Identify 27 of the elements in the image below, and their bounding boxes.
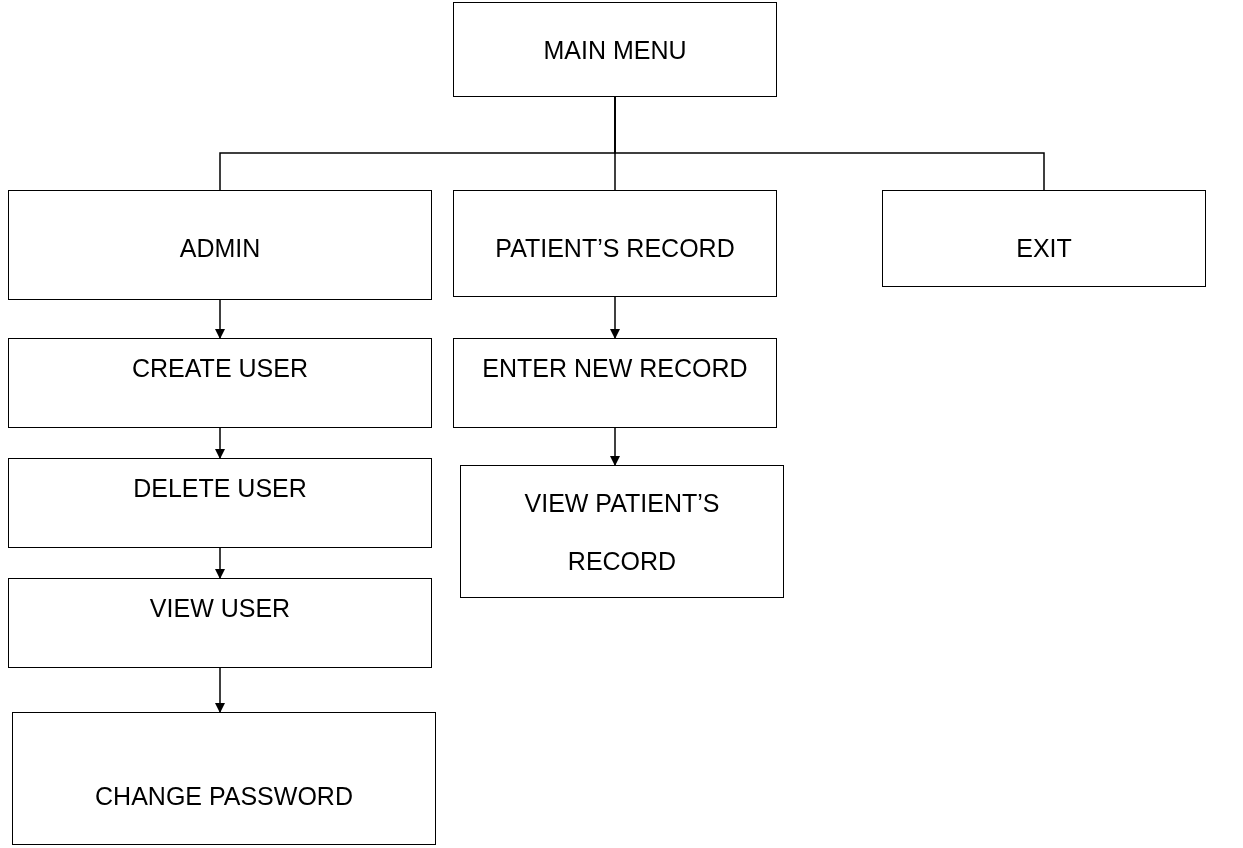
menu-label: ENTER NEW RECORD [482,353,748,384]
menu-label: VIEW USER [149,593,291,624]
menu-label: EXIT [1016,233,1072,264]
menu-box [8,578,432,668]
menu-box [8,338,432,428]
arrow [215,547,225,579]
menu-label: DELETE USER [133,473,307,504]
arrow [215,667,225,713]
menu-box [453,190,777,297]
menu-box [12,712,436,845]
arrow [215,427,225,459]
menu-label: PATIENT’S RECORD [495,233,735,264]
arrow [215,299,225,339]
menu-box [8,458,432,548]
connector-line [614,96,1045,191]
arrow [610,427,620,466]
arrow [610,296,620,339]
menu-label: CREATE USER [132,353,308,384]
menu-label: ADMIN [179,233,261,264]
menu-box [8,190,432,300]
menu-box [460,465,784,598]
menu-label: CHANGE PASSWORD [95,781,353,812]
menu-box [453,2,777,97]
menu-box [882,190,1206,287]
menu-label: MAIN MENU [543,35,687,66]
menu-box [453,338,777,428]
menu-label: VIEW PATIENT’S RECORD [523,488,721,577]
